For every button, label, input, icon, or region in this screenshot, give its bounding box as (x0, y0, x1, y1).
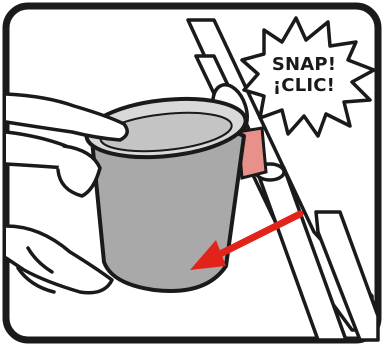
callout-line-2: ¡CLIC! (258, 75, 350, 96)
callout-text: SNAP! ¡CLIC! (258, 54, 350, 96)
callout-line-1: SNAP! (258, 54, 350, 75)
